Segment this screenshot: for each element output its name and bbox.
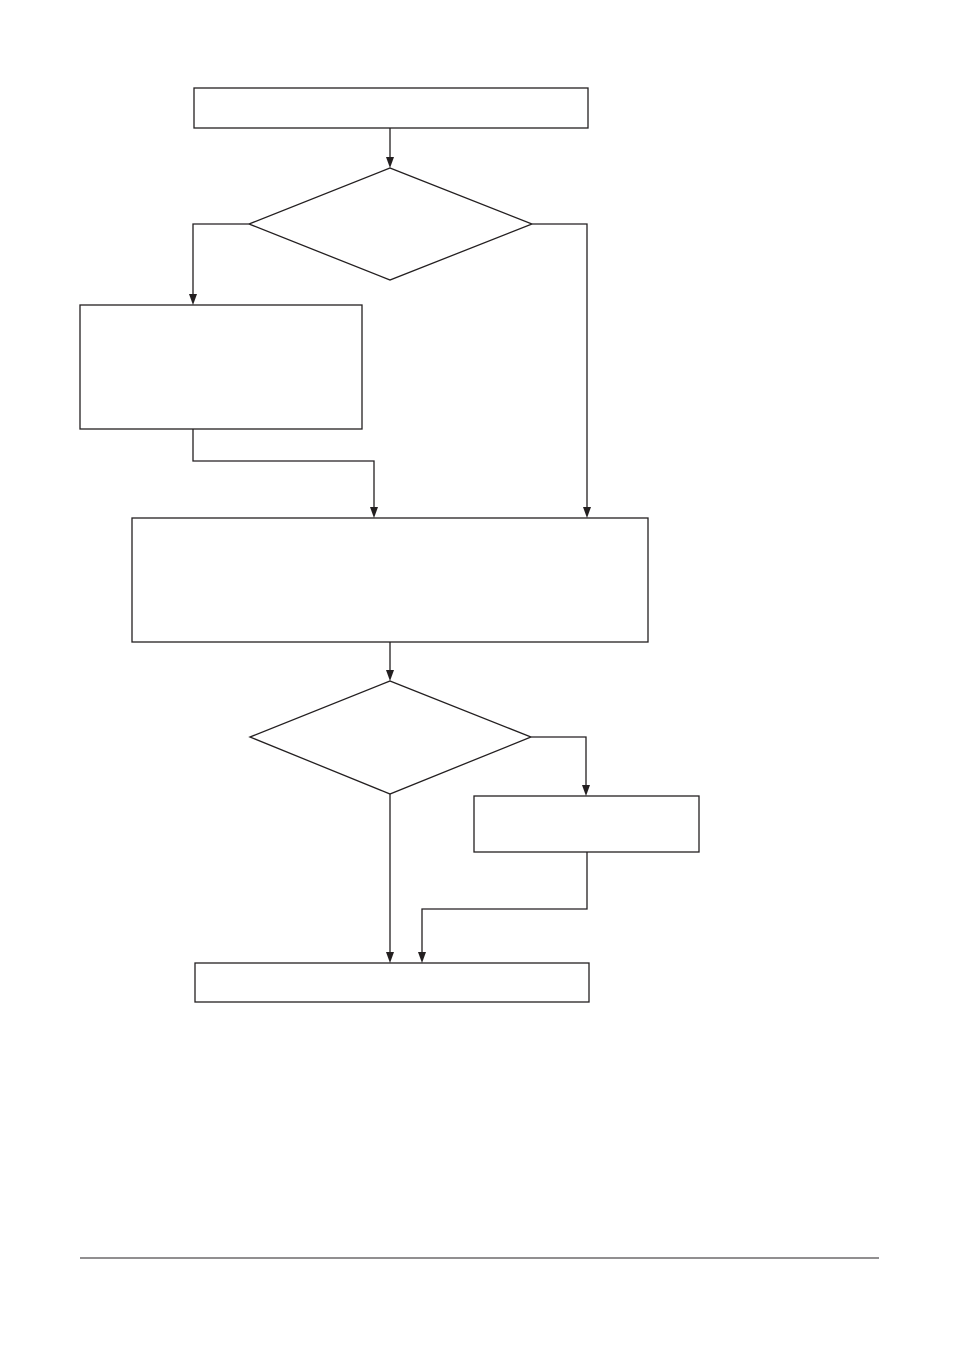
arrowhead-icon <box>582 785 590 796</box>
edge-right-branch-to-end-step <box>418 852 588 963</box>
arrowhead-icon <box>583 507 591 518</box>
edge-start-to-decision-1 <box>386 128 394 168</box>
arrowhead-icon <box>418 952 426 963</box>
arrowhead-icon <box>386 157 394 168</box>
edge-left-branch-to-main-step <box>192 429 378 518</box>
node-start-step <box>193 87 589 129</box>
arrowhead-icon <box>386 952 394 963</box>
arrowhead-icon <box>189 294 197 305</box>
node-right-branch-step <box>473 795 700 853</box>
edge-decision-2-to-right-branch <box>531 736 590 796</box>
arrowhead-icon <box>370 507 378 518</box>
node-end-step <box>194 962 590 1003</box>
node-decision-2 <box>248 680 533 795</box>
edge-main-step-to-decision-2 <box>386 642 394 681</box>
node-decision-1 <box>247 167 534 281</box>
arrowhead-icon <box>386 670 394 681</box>
edge-decision-2-to-end-step <box>386 794 394 963</box>
node-left-branch-step <box>79 304 363 430</box>
edge-decision-1-to-left-branch <box>189 223 249 305</box>
node-main-step <box>131 517 649 643</box>
edge-decision-1-to-main-step <box>532 223 591 518</box>
